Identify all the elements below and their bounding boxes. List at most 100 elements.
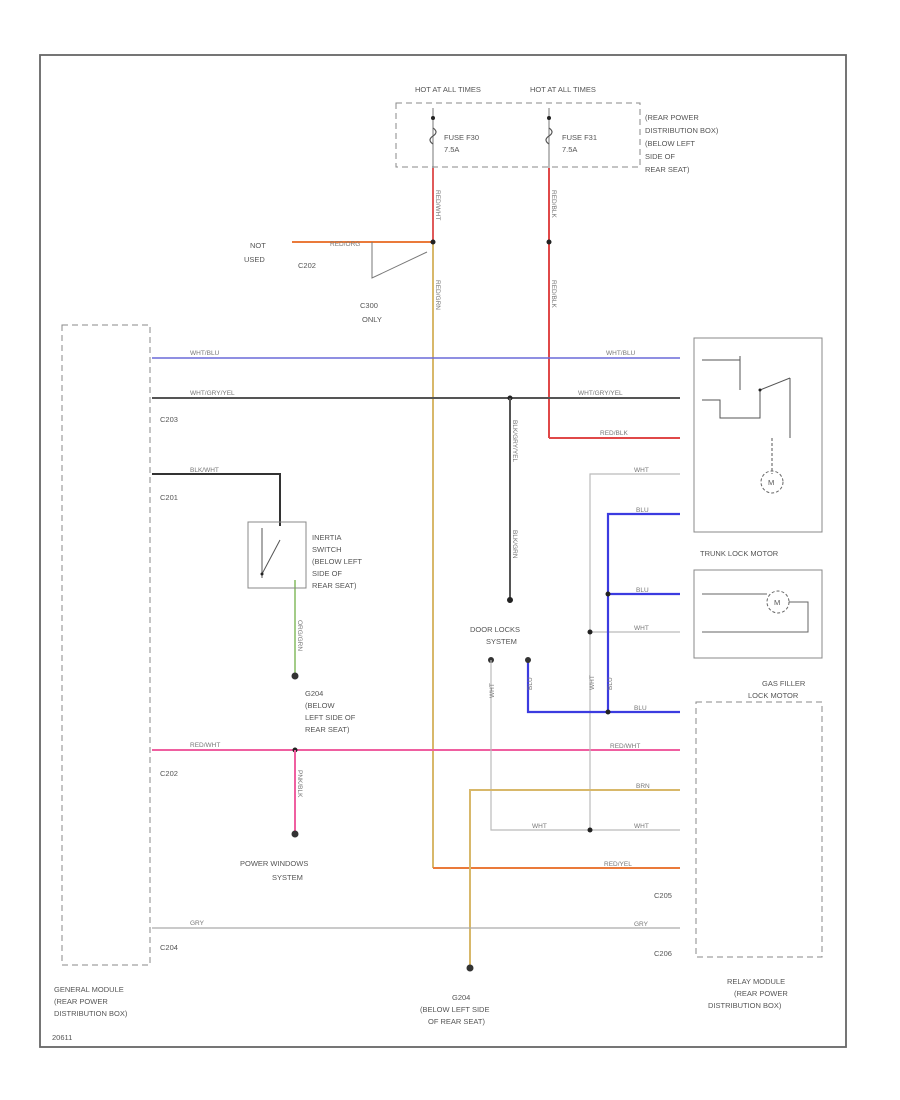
rpd-label-1: (REAR POWER: [645, 113, 699, 122]
rpd-label-2: DISTRIBUTION BOX): [645, 126, 719, 135]
c300-jumper: [371, 242, 428, 279]
door-locks-label-2: SYSTEM: [486, 637, 517, 646]
wire-label-red-wht-left: RED/WHT: [190, 742, 220, 749]
trunk-lock-motor-label: TRUNK LOCK MOTOR: [700, 549, 779, 558]
wire-label-fuse1: RED/WHT: [434, 190, 441, 220]
trunk-switch-pivot: [758, 388, 762, 392]
inertia-contact-b: [261, 539, 281, 575]
splice-door-locks-end: [507, 597, 513, 603]
relay-module-label-1: RELAY MODULE: [727, 977, 785, 986]
wire-label-wht-gry-left: WHT/GRY/YEL: [190, 390, 235, 397]
only-label: ONLY: [362, 315, 382, 324]
conn-c204: C204: [160, 943, 178, 952]
not-used-connector: C202: [298, 261, 316, 270]
wire-label-blu-vert-2: BLU: [607, 677, 614, 690]
trunk-switch-contacts: [702, 356, 791, 419]
fuse1-symbol: [429, 108, 437, 168]
gas-filler-motor-box: [693, 569, 823, 659]
splice-not-used: [430, 239, 436, 245]
inertia-label-2: SWITCH: [312, 545, 342, 554]
wire-inertia-in: [152, 473, 281, 526]
fuse1-hot-label: HOT AT ALL TIMES: [415, 85, 481, 94]
not-used-label-2: USED: [244, 255, 265, 264]
wire-label-blu-1: BLU: [636, 507, 649, 514]
wire-blu-door: [526, 660, 680, 714]
wire-label-fuse1-low: RED/GRN: [434, 280, 441, 310]
wire-label-wht-3: WHT: [532, 823, 547, 830]
relay-module-label-3: DISTRIBUTION BOX): [708, 1001, 782, 1010]
wire-label-blu-3: BLU: [634, 705, 647, 712]
rpd-label-5: REAR SEAT): [645, 165, 690, 174]
wire-label-org-grn: ORG/GRN: [296, 620, 303, 651]
door-locks-pin-b: [525, 657, 531, 663]
relay-module-label-2: (REAR POWER: [734, 989, 788, 998]
splice-blu-2: [605, 709, 611, 715]
wire-blu-trunk: [606, 512, 680, 712]
splice-blu-1: [605, 591, 611, 597]
gas-filler-label-1: GAS FILLER: [762, 679, 806, 688]
wire-label-red-wht-right: RED/WHT: [610, 743, 640, 750]
wire-label-fuse2: RED/BLK: [550, 190, 557, 218]
ground-g204-mid: [291, 672, 299, 680]
wire-label-blk-grn: BLK/GRN: [511, 530, 518, 559]
conn-c206: C206: [654, 949, 672, 958]
wire-label-wht-blu-left: WHT/BLU: [190, 350, 220, 357]
fuse1-name: FUSE F30: [444, 133, 479, 142]
door-locks-label-1: DOOR LOCKS: [470, 625, 520, 634]
inertia-label-3: (BELOW LEFT: [312, 557, 362, 566]
rear-power-box-outline: [395, 102, 641, 168]
inertia-label-5: REAR SEAT): [312, 581, 357, 590]
g204-bottom-label-2: (BELOW LEFT SIDE: [420, 1005, 489, 1014]
wire-wht-trunk: [589, 473, 680, 830]
wire-label-wht-vert-1: WHT: [489, 683, 496, 698]
wire-label-blk-gry: BLK/GRY/YEL: [511, 420, 518, 463]
power-windows-terminal: [291, 830, 299, 838]
wire-label-brn: BRN: [636, 783, 650, 790]
wire-label-red-yel: RED/YEL: [604, 861, 632, 868]
not-used-wire: RED/ORG: [330, 241, 360, 248]
wire-label-blu-2: BLU: [636, 587, 649, 594]
diagram-frame: [39, 54, 847, 1048]
not-used-label-1: NOT: [250, 241, 266, 250]
relay-module-box: [695, 701, 823, 958]
page-code: 20611: [52, 1033, 72, 1042]
wire-label-wht-vert-2: WHT: [589, 675, 596, 690]
c300-label: C300: [360, 301, 378, 310]
power-windows-label-1: POWER WINDOWS: [240, 859, 308, 868]
wire-label-wht-blu-right: WHT/BLU: [606, 350, 636, 357]
splice-wht-2: [587, 827, 593, 833]
power-windows-label-2: SYSTEM: [272, 873, 303, 882]
general-module-box: [61, 324, 151, 966]
splice-wht-1: [587, 629, 593, 635]
wire-label-blk-wht-left: BLK/WHT: [190, 467, 219, 474]
trunk-lock-motor-box: [693, 337, 823, 533]
general-module-label-2: (REAR POWER: [54, 997, 108, 1006]
inertia-switch-box: [247, 521, 307, 589]
wire-brn: [469, 789, 680, 968]
ground-g204-bottom: [466, 964, 474, 972]
fuse2-hot-label: HOT AT ALL TIMES: [530, 85, 596, 94]
g204-mid-label-1: G204: [305, 689, 323, 698]
conn-c202: C202: [160, 769, 178, 778]
g204-mid-label-2: (BELOW: [305, 701, 336, 710]
trunk-motor-m: M: [768, 478, 774, 487]
inertia-pivot: [260, 572, 264, 576]
wire-label-pnk-blk: PNK/BLK: [296, 770, 303, 798]
wire-label-red-blk: RED/BLK: [600, 430, 628, 437]
g204-mid-label-4: REAR SEAT): [305, 725, 350, 734]
wire-label-gry-right: GRY: [634, 921, 649, 928]
fuse2-rating: 7.5A: [562, 145, 577, 154]
splice-fuse2: [546, 239, 552, 245]
wire-label-wht-1: WHT: [634, 467, 649, 474]
inertia-label-4: SIDE OF: [312, 569, 342, 578]
wire-label-wht-4: WHT: [634, 823, 649, 830]
wire-label-fuse2-low: RED/BLK: [550, 280, 557, 308]
conn-c203: C203: [160, 415, 178, 424]
gas-filler-label-2: LOCK MOTOR: [748, 691, 799, 700]
general-module-label-1: GENERAL MODULE: [54, 985, 124, 994]
fuse2-symbol: [545, 108, 553, 168]
rpd-label-4: SIDE OF: [645, 152, 675, 161]
conn-c205: C205: [654, 891, 672, 900]
g204-bottom-label-1: G204: [452, 993, 470, 1002]
